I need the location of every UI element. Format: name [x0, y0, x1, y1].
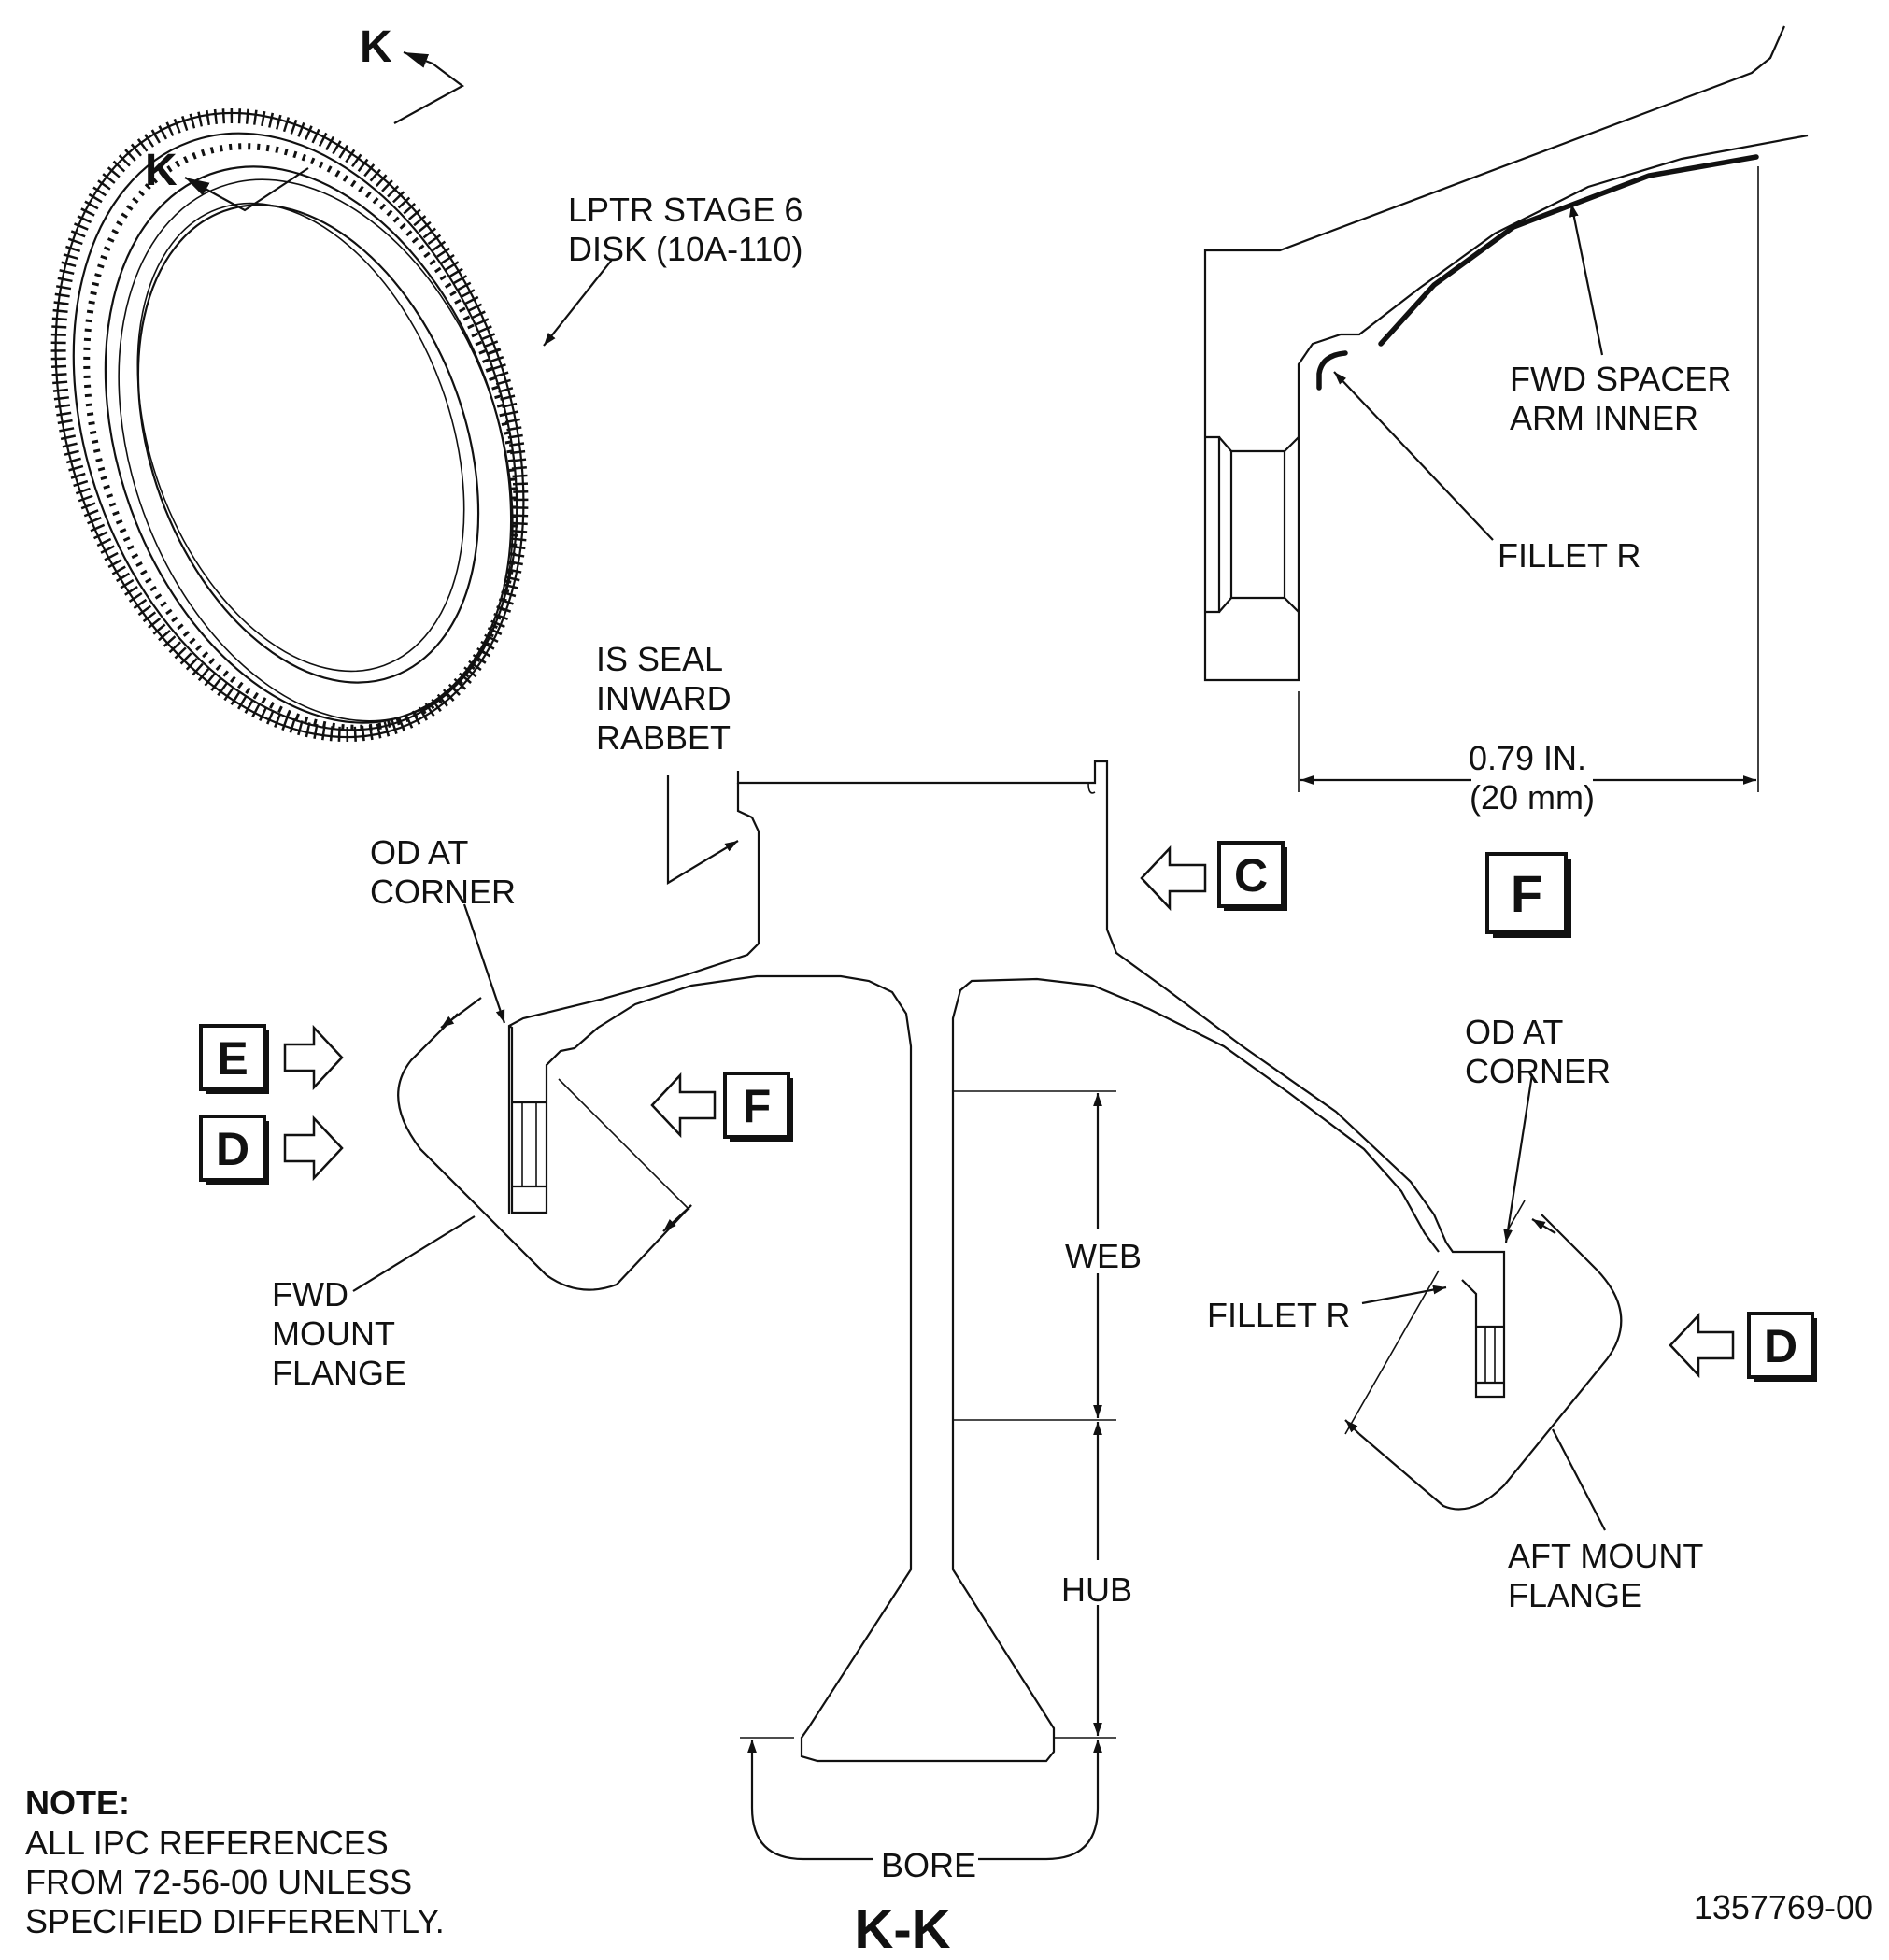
spacer-arm-label: FWD SPACER ARM INNER — [1510, 360, 1740, 437]
section-title: K-K — [854, 1899, 950, 1960]
section-marker-k-top: K — [360, 22, 465, 124]
section-k-label-top: K — [360, 22, 392, 72]
aft-flange-label: AFT MOUNT FLANGE — [1508, 1537, 1712, 1614]
detail-f-fillet-label: FILLET R — [1498, 536, 1640, 575]
disk-leader — [543, 259, 613, 347]
figure-id: 1357769-00 — [1694, 1888, 1873, 1926]
view-d-right-letter: D — [1764, 1320, 1797, 1372]
disk-isometric — [50, 107, 529, 743]
bore-label: BORE — [881, 1846, 976, 1884]
detail-f-letter: F — [1511, 864, 1542, 923]
fwd-flange-label: FWD MOUNT FLANGE — [272, 1275, 406, 1392]
detail-f-view-box: F — [1485, 852, 1571, 938]
note-text: ALL IPC REFERENCES FROM 72-56-00 UNLESS … — [25, 1824, 445, 1940]
view-c: C — [1140, 841, 1287, 912]
disk-label: LPTR STAGE 6 DISK (10A-110) — [568, 191, 812, 268]
view-f-letter: F — [743, 1080, 772, 1132]
dimension-label: 0.79 IN. (20 mm) — [1469, 739, 1596, 817]
note-title: NOTE: — [25, 1783, 130, 1822]
view-e: E — [199, 1024, 344, 1094]
section-k-label-left: K — [145, 146, 178, 195]
hub-label: HUB — [1061, 1570, 1132, 1609]
kk-fillet-label: FILLET R — [1207, 1296, 1350, 1334]
kk-dimensions — [740, 1090, 1140, 1883]
view-d-left: D — [199, 1115, 344, 1185]
od-corner-fwd-label: OD AT CORNER — [370, 833, 516, 911]
is-seal-label: IS SEAL INWARD RABBET — [596, 640, 741, 757]
view-f: F — [650, 1072, 793, 1142]
aft-flange-envelope — [1358, 1214, 1623, 1511]
web-label: WEB — [1065, 1237, 1142, 1275]
od-corner-aft-label: OD AT CORNER — [1465, 1013, 1611, 1090]
view-e-letter: E — [217, 1032, 248, 1085]
view-c-letter: C — [1234, 849, 1268, 902]
is-seal-leader — [666, 775, 739, 885]
view-d-left-letter: D — [216, 1123, 249, 1175]
view-d-right: D — [1669, 1312, 1817, 1382]
section-kk-profile — [507, 760, 1506, 1763]
section-marker-k-left: K — [145, 146, 309, 212]
fwd-flange-envelope — [397, 1013, 692, 1291]
detail-f — [1203, 25, 1809, 817]
